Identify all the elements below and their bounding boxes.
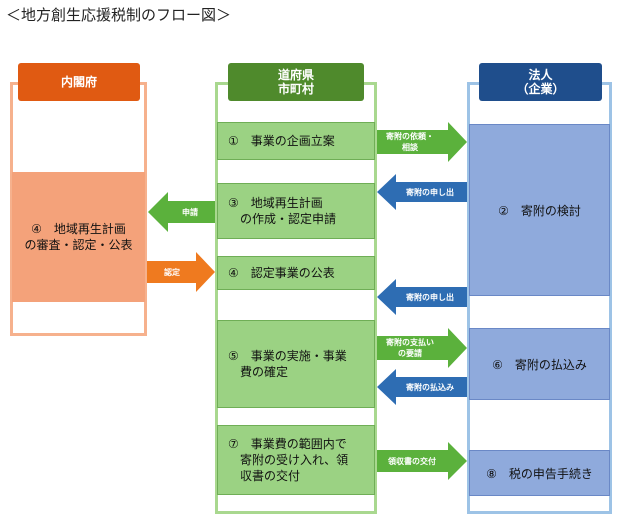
cabinet-review-box: ④ 地域再生計画 の審査・認定・公表: [12, 172, 145, 302]
arrow-approve-label: 認定: [164, 267, 180, 277]
cabinet-box-line1: ④ 地域再生計画: [31, 222, 126, 236]
step-3-line2: の作成・認定申請: [228, 212, 337, 226]
step-4-label: ④ 認定事業の公表: [228, 266, 335, 280]
step-5-box: ⑤ 事業の実施・事業 費の確定: [217, 320, 375, 408]
corp-header: 法人 （企業）: [479, 63, 602, 101]
step-5-line2: 費の確定: [228, 365, 289, 379]
local-header: 道府県 市町村: [228, 63, 364, 101]
arrow-apply: 申請: [148, 192, 215, 232]
local-header-line1: 道府県: [277, 68, 314, 82]
step-8-box: ⑧ 税の申告手続き: [469, 450, 610, 496]
step-4-box: ④ 認定事業の公表: [217, 256, 375, 290]
step-8-label: ⑧ 税の申告手続き: [486, 466, 593, 481]
arrow-offer-2: 寄附の申し出: [377, 279, 467, 315]
page-title: ＜地方創生応援税制のフロー図＞: [6, 6, 232, 24]
corp-header-line1: 法人: [528, 68, 553, 82]
cabinet-box-line2: の審査・認定・公表: [24, 238, 133, 252]
arrow-apply-label: 申請: [182, 207, 198, 217]
arrow-offer-2-label: 寄附の申し出: [406, 292, 454, 302]
arrow-payment-label: 寄附の払込み: [406, 382, 454, 392]
step-7-line2: 寄附の受け入れ、領: [228, 453, 349, 467]
arrow-receipt: 領収書の交付: [377, 442, 467, 480]
cabinet-header: 内閣府: [18, 63, 140, 101]
step-2-box: ② 寄附の検討: [469, 124, 610, 296]
arrow-consult: 寄附の依頼・ 相談: [377, 122, 467, 162]
arrow-consult-line2: 相談: [402, 142, 419, 152]
arrow-payment: 寄附の払込み: [377, 369, 467, 405]
arrow-payment-request: 寄附の支払い の要請: [377, 328, 467, 368]
step-6-label: ⑥ 寄附の払込み: [492, 357, 587, 372]
arrow-payreq-line2: の要請: [398, 348, 422, 358]
arrow-offer-1-label: 寄附の申し出: [406, 187, 454, 197]
arrow-offer-1: 寄附の申し出: [377, 174, 467, 210]
step-3-box: ③ 地域再生計画 の作成・認定申請: [217, 183, 375, 239]
step-7-line3: 収書の交付: [228, 469, 301, 483]
arrow-payreq-line1: 寄附の支払い: [386, 337, 434, 347]
step-1-label: ① 事業の企画立案: [228, 134, 335, 148]
step-2-label: ② 寄附の検討: [498, 203, 581, 218]
step-5-line1: ⑤ 事業の実施・事業: [228, 349, 347, 363]
arrow-consult-line1: 寄附の依頼・: [386, 131, 434, 141]
step-7-line1: ⑦ 事業費の範囲内で: [228, 437, 347, 451]
arrow-receipt-label: 領収書の交付: [387, 456, 436, 466]
cabinet-header-label: 内閣府: [60, 75, 97, 89]
corp-header-line2: （企業）: [516, 82, 565, 96]
step-6-box: ⑥ 寄附の払込み: [469, 328, 610, 400]
step-1-box: ① 事業の企画立案: [217, 122, 375, 160]
step-3-line1: ③ 地域再生計画: [228, 196, 323, 210]
step-7-box: ⑦ 事業費の範囲内で 寄附の受け入れ、領 収書の交付: [217, 425, 375, 495]
local-header-line2: 市町村: [277, 82, 314, 96]
arrow-approve: 認定: [147, 252, 215, 292]
